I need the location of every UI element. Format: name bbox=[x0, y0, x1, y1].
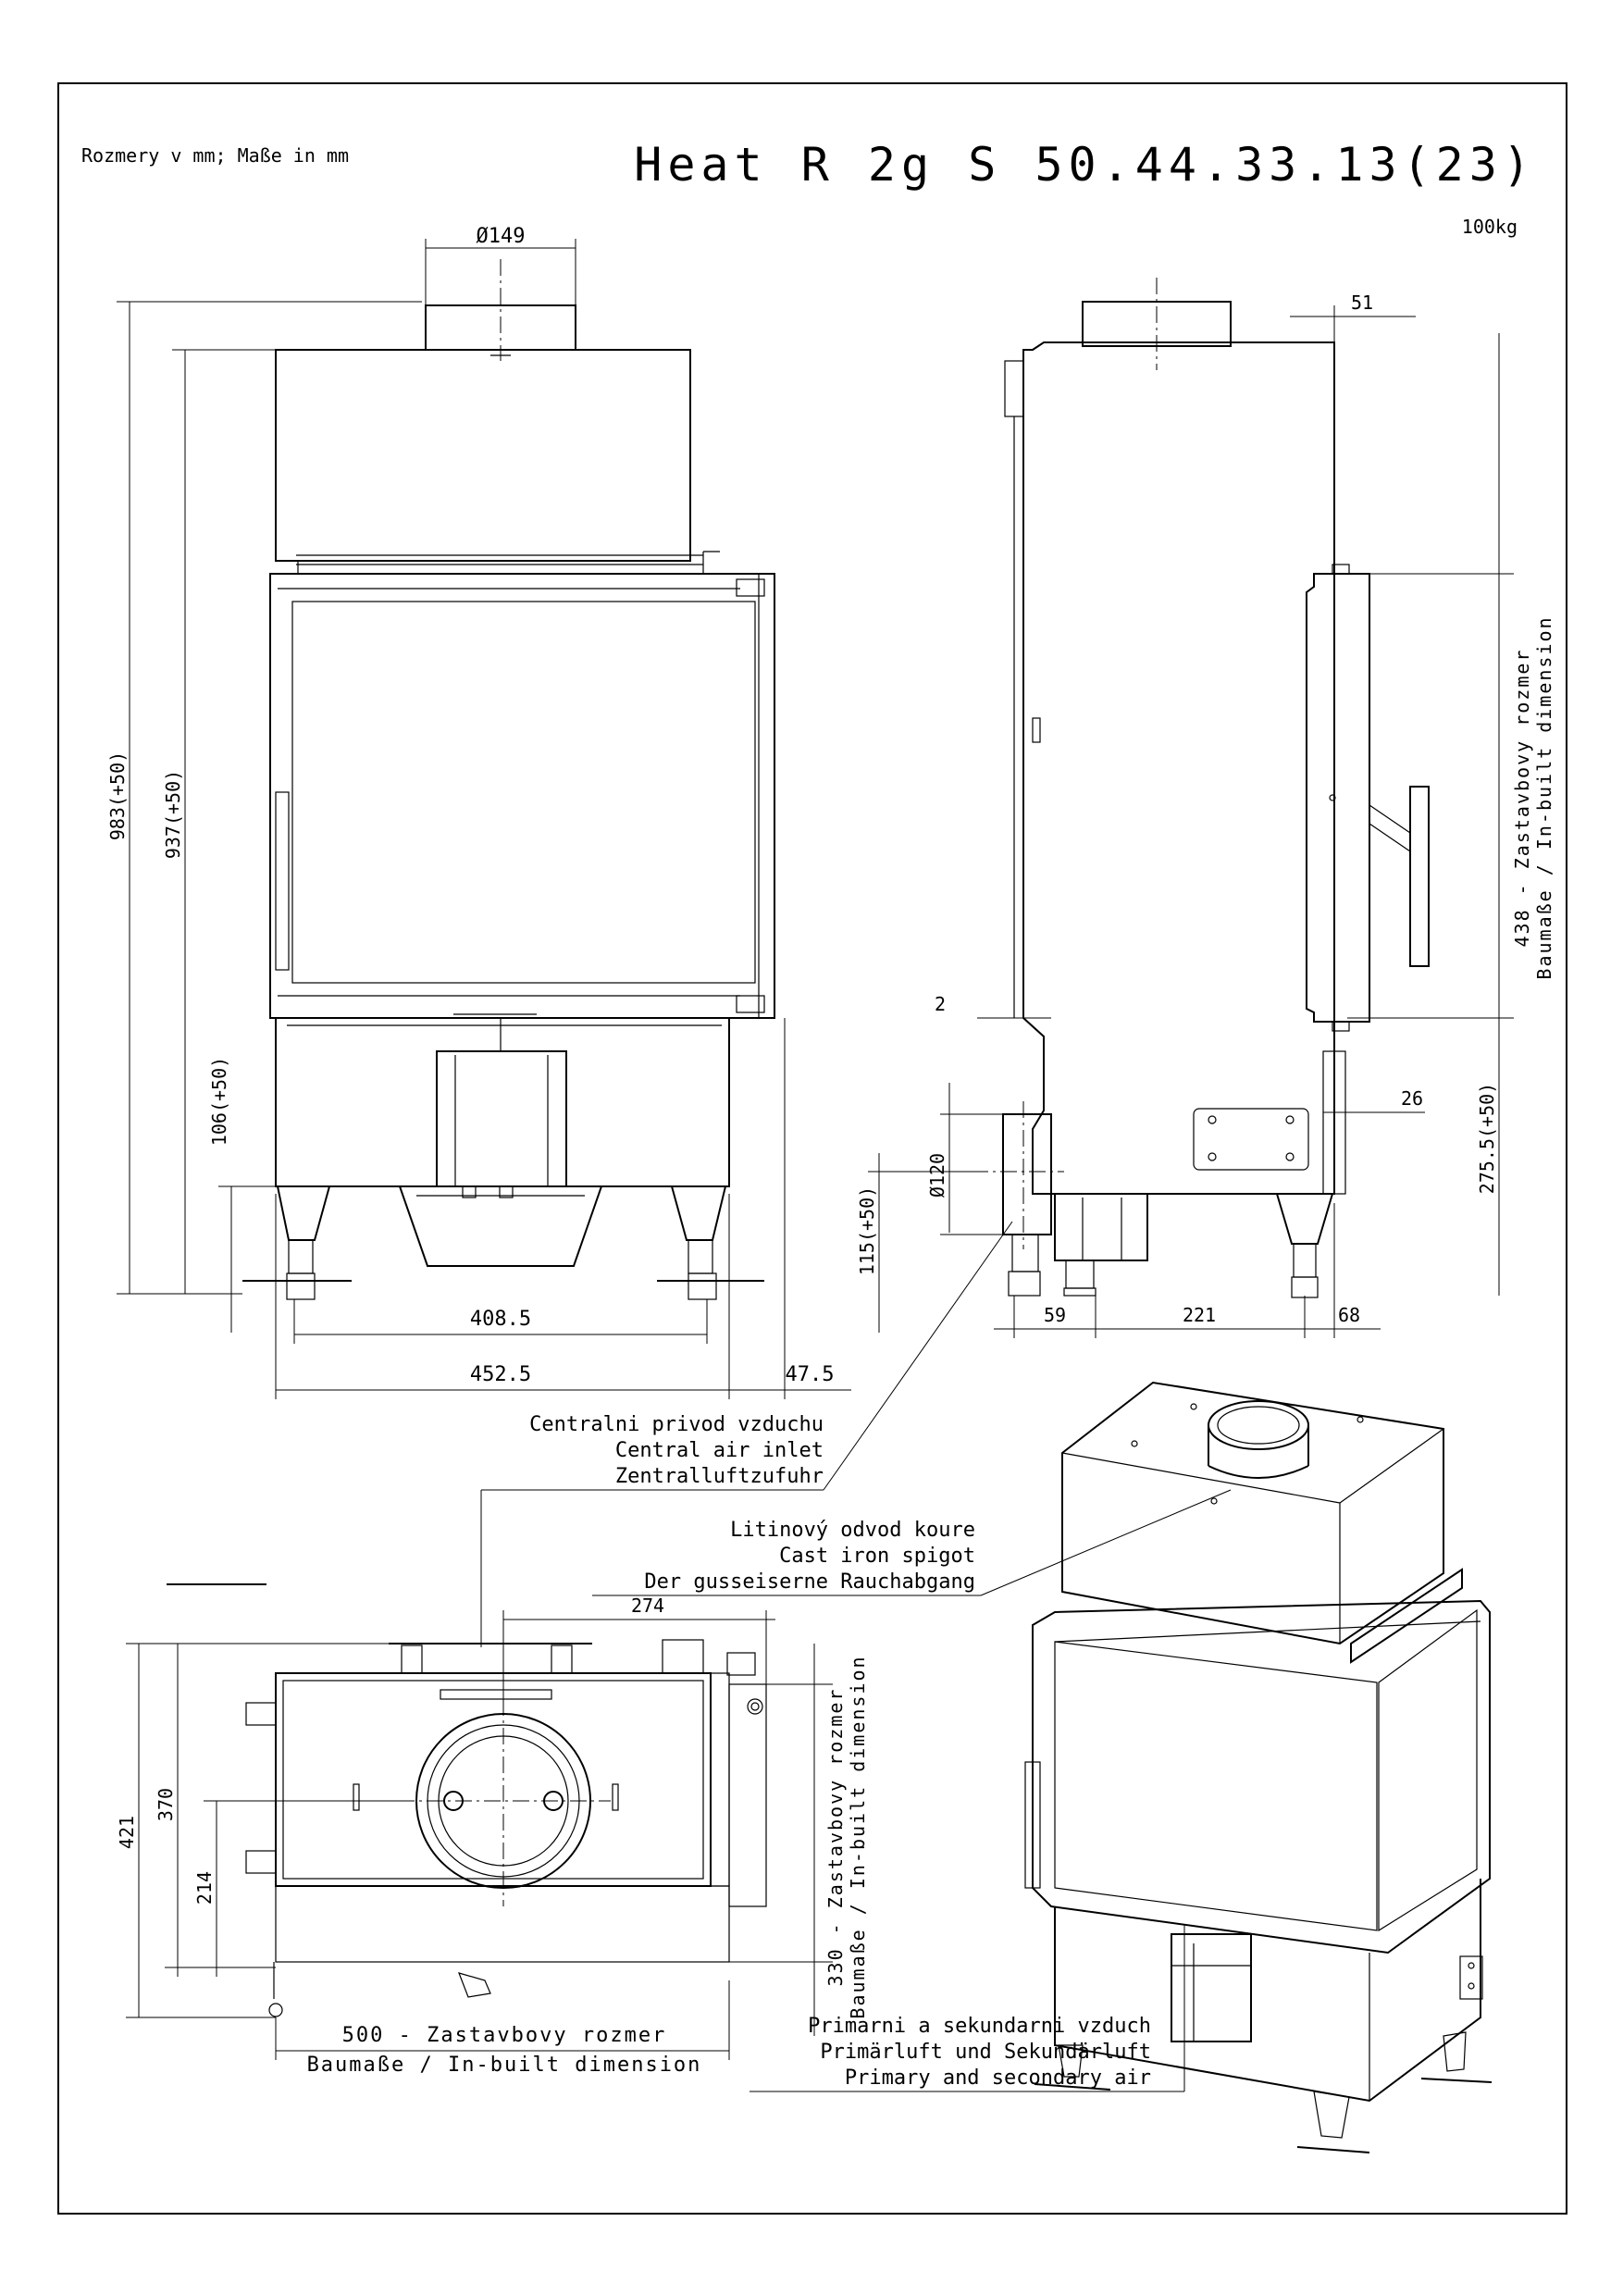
sheet-border bbox=[57, 82, 1567, 2215]
side-in-built-height: 438 - Zastavbovy rozmer bbox=[1511, 649, 1533, 948]
front-lower-casing bbox=[275, 1017, 730, 1187]
front-inner-width: 408.5 bbox=[470, 1308, 531, 1331]
units-note: Rozmery v mm; Maße in mm bbox=[81, 144, 349, 167]
side-top-offset: 51 bbox=[1351, 292, 1373, 314]
weight-label: 100kg bbox=[1462, 216, 1518, 238]
side-depth-3: 68 bbox=[1338, 1304, 1360, 1326]
front-upper-casing bbox=[275, 349, 691, 562]
front-body-height: 937(+50) bbox=[162, 770, 184, 859]
callout-spigot-de: Der gusseiserne Rauchabgang bbox=[644, 1570, 975, 1594]
side-body bbox=[1022, 341, 1335, 1195]
front-side-offset: 47.5 bbox=[786, 1363, 835, 1386]
top-depth-214: 214 bbox=[193, 1871, 216, 1905]
callout-primary-en: Primary and secondary air bbox=[845, 2066, 1151, 2090]
side-air-inlet-diameter: Ø120 bbox=[926, 1153, 948, 1198]
front-door-frame bbox=[269, 573, 775, 1019]
top-in-built-depth: 330 - Zastavbovy rozmer bbox=[824, 1688, 847, 1987]
callout-spigot-cz: Litinový odvod koure bbox=[730, 1519, 975, 1542]
top-total-depth: 421 bbox=[116, 1816, 138, 1849]
front-flue-diameter: Ø149 bbox=[477, 225, 526, 248]
callout-central-air-de: Zentralluftzufuhr bbox=[615, 1465, 824, 1488]
callout-primary-de: Primärluft und Sekundärluft bbox=[820, 2041, 1151, 2064]
top-flue-offset: 274 bbox=[631, 1595, 664, 1617]
top-view: 274 421 370 214 330 - Zastavbovy rozmer … bbox=[116, 1583, 869, 2077]
front-leg-height: 106(+50) bbox=[208, 1057, 230, 1146]
callout-spigot-en: Cast iron spigot bbox=[779, 1545, 975, 1568]
isometric-view bbox=[1024, 1381, 1493, 2153]
side-lower-height: 275.5(+50) bbox=[1476, 1083, 1498, 1194]
top-in-built-width: 500 - Zastavbovy rozmer bbox=[342, 2024, 667, 2047]
top-depth-370: 370 bbox=[155, 1788, 177, 1821]
side-depth-2: 221 bbox=[1183, 1304, 1216, 1326]
side-depth-1: 59 bbox=[1044, 1304, 1066, 1326]
callout-central-air-cz: Centralni privod vzduchu bbox=[529, 1413, 824, 1436]
side-frame-offset: 26 bbox=[1401, 1087, 1423, 1110]
top-view-body bbox=[275, 1672, 712, 1887]
product-title: Heat R 2g S 50.44.33.13(23) bbox=[634, 138, 1536, 192]
callout-central-air-en: Central air inlet bbox=[615, 1439, 824, 1462]
callout-primary-cz: Primarni a sekundarni vzduch bbox=[808, 2015, 1151, 2038]
top-in-built-width-de-en: Baumaße / In-built dimension bbox=[307, 2054, 702, 2077]
top-in-built-depth-de-en: Baumaße / In-built dimension bbox=[847, 1655, 869, 2018]
front-view: Ø149 bbox=[106, 225, 851, 1399]
side-air-inlet-height: 115(+50) bbox=[856, 1186, 878, 1275]
front-total-height: 983(+50) bbox=[106, 751, 129, 840]
side-view: 51 438 - Zastavbovy rozmer Baumaße / In-… bbox=[856, 278, 1555, 1338]
front-glass bbox=[291, 601, 756, 984]
side-gap: 2 bbox=[935, 993, 946, 1015]
front-outer-width: 452.5 bbox=[470, 1363, 531, 1386]
side-in-built-height-de-en: Baumaße / In-built dimension bbox=[1533, 615, 1555, 979]
